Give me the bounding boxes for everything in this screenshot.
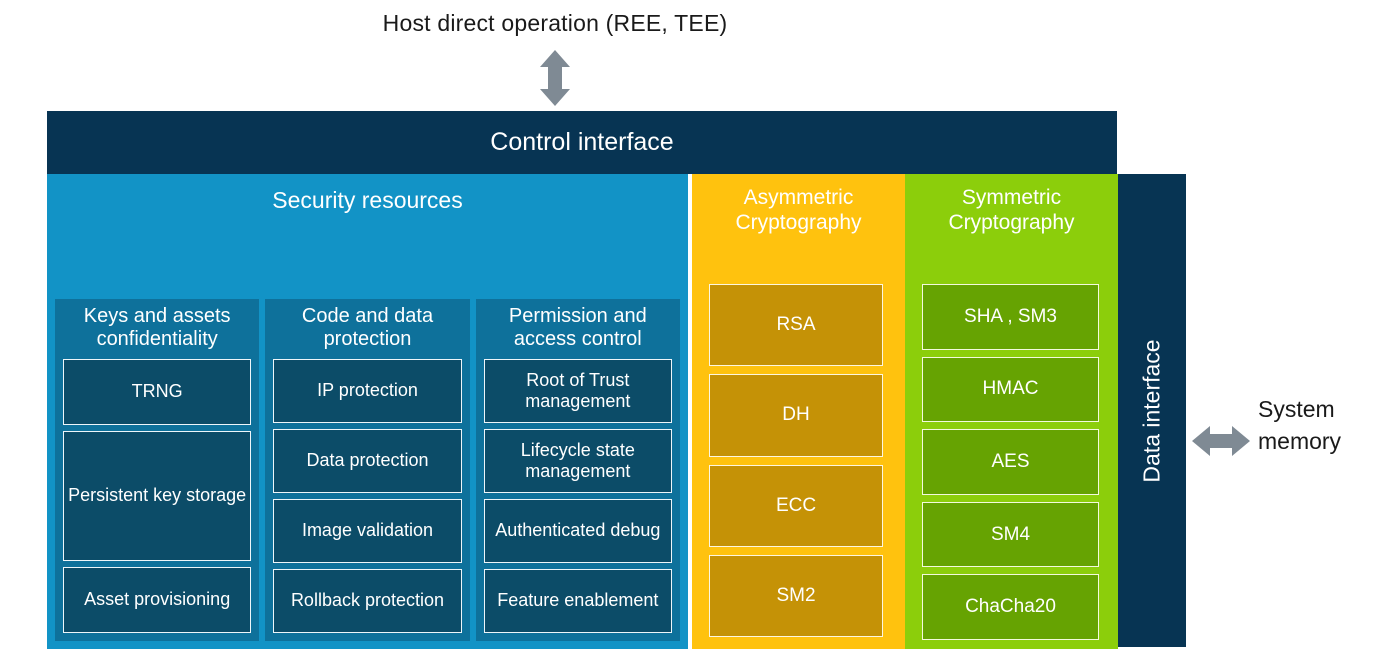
columns-row: Security resources Keys and assets confi… (47, 174, 1186, 649)
security-resources-panels: Keys and assets confidentiality TRNG Per… (55, 299, 680, 641)
panel-items: IP protection Data protection Image vali… (273, 358, 462, 634)
double-arrow-horizontal-icon (1192, 425, 1250, 457)
asymmetric-cryptography-title: Asymmetric Cryptography (735, 186, 862, 234)
box-root-of-trust-management[interactable]: Root of Trust management (483, 358, 672, 423)
box-dh[interactable]: DH (709, 374, 883, 457)
panel-items: TRNG Persistent key storage Asset provis… (63, 358, 252, 634)
box-data-protection[interactable]: Data protection (273, 428, 462, 493)
security-resources-column: Security resources Keys and assets confi… (47, 174, 688, 649)
panel-items: Root of Trust management Lifecycle state… (483, 358, 672, 634)
box-sm4[interactable]: SM4 (922, 501, 1099, 568)
control-interface-band: Control interface (47, 111, 1117, 174)
panel-permission-and-access-control: Permission and access control Root of Tr… (475, 299, 680, 641)
box-feature-enablement[interactable]: Feature enablement (483, 568, 672, 634)
symmetric-cryptography-column: Symmetric Cryptography SHA , SM3 HMAC AE… (905, 174, 1118, 649)
box-persistent-key-storage[interactable]: Persistent key storage (63, 430, 252, 561)
asymmetric-cryptography-column: Asymmetric Cryptography RSA DH ECC SM2 (692, 174, 905, 649)
symmetric-cryptography-title: Symmetric Cryptography (948, 186, 1075, 234)
box-rollback-protection[interactable]: Rollback protection (273, 568, 462, 634)
panel-keys-and-assets-confidentiality: Keys and assets confidentiality TRNG Per… (55, 299, 260, 641)
panel-code-and-data-protection: Code and data protection IP protection D… (265, 299, 470, 641)
box-hmac[interactable]: HMAC (922, 356, 1099, 423)
box-sha-sm3[interactable]: SHA , SM3 (922, 284, 1099, 350)
security-resources-title: Security resources (272, 187, 463, 213)
asymmetric-items: RSA DH ECC SM2 (709, 284, 883, 637)
data-interface-label: Data interface (1138, 338, 1165, 483)
box-ip-protection[interactable]: IP protection (273, 358, 462, 423)
box-chacha20[interactable]: ChaCha20 (922, 574, 1099, 640)
box-rsa[interactable]: RSA (709, 284, 883, 367)
box-trng[interactable]: TRNG (63, 358, 252, 425)
box-lifecycle-state-management[interactable]: Lifecycle state management (483, 428, 672, 493)
data-interface-column: Data interface (1118, 174, 1186, 647)
system-memory-label: System memory (1258, 396, 1342, 454)
box-sm2[interactable]: SM2 (709, 554, 883, 637)
control-interface-label: Control interface (490, 128, 674, 156)
double-arrow-vertical-icon (539, 50, 571, 106)
security-subsystem-diagram: Control interface Security resources Key… (47, 111, 1186, 649)
box-asset-provisioning[interactable]: Asset provisioning (63, 566, 252, 634)
panel-title: Code and data protection (301, 305, 434, 351)
panel-title: Keys and assets confidentiality (83, 305, 231, 351)
box-aes[interactable]: AES (922, 429, 1099, 495)
box-image-validation[interactable]: Image validation (273, 498, 462, 563)
box-authenticated-debug[interactable]: Authenticated debug (483, 498, 672, 563)
box-ecc[interactable]: ECC (709, 464, 883, 547)
symmetric-items: SHA , SM3 HMAC AES SM4 ChaCha20 (922, 284, 1099, 640)
panel-title: Permission and access control (508, 305, 647, 351)
host-operation-label: Host direct operation (REE, TEE) (382, 10, 728, 36)
